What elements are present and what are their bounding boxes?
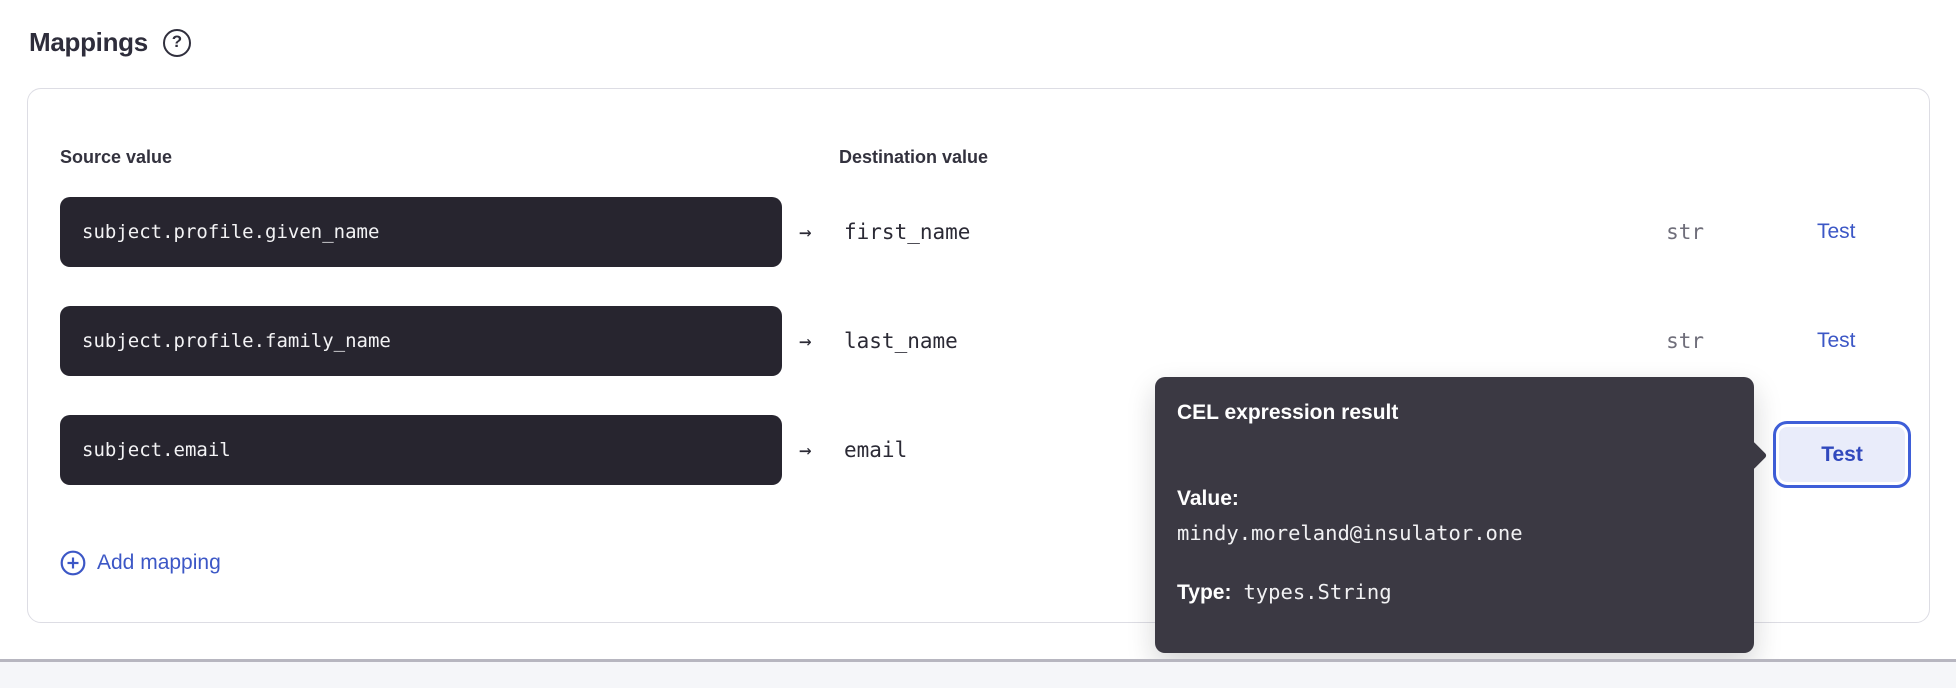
- cel-result-tooltip: CEL expression result Value: mindy.morel…: [1155, 377, 1754, 653]
- arrow-right-icon: →: [799, 220, 812, 244]
- bottom-divider: [0, 659, 1956, 662]
- type-badge: str: [1666, 329, 1704, 353]
- destination-value-field[interactable]: email: [844, 438, 908, 462]
- tooltip-type-label: Type:: [1177, 581, 1232, 604]
- type-badge: str: [1666, 220, 1704, 244]
- test-button-focused[interactable]: Test: [1773, 421, 1911, 488]
- source-value-input[interactable]: subject.email: [60, 415, 782, 485]
- question-mark-circle-icon[interactable]: ?: [162, 28, 191, 57]
- tooltip-title: CEL expression result: [1177, 401, 1399, 424]
- test-button[interactable]: Test: [1817, 220, 1856, 243]
- source-expression: subject.profile.family_name: [82, 330, 391, 352]
- destination-value-header: Destination value: [839, 147, 989, 167]
- plus-circle-icon: [60, 550, 86, 576]
- page-title: Mappings: [29, 27, 148, 57]
- add-mapping-button[interactable]: Add mapping: [60, 550, 221, 576]
- source-value-input[interactable]: subject.profile.given_name: [60, 197, 782, 267]
- destination-value-field[interactable]: first_name: [844, 220, 971, 244]
- arrow-right-icon: →: [799, 329, 812, 353]
- title-bar: Mappings ?: [29, 27, 191, 58]
- destination-value-field[interactable]: last_name: [844, 329, 958, 353]
- question-mark-glyph: ?: [171, 32, 183, 51]
- bottom-strip: [0, 661, 1956, 688]
- source-value-input[interactable]: subject.profile.family_name: [60, 306, 782, 376]
- tooltip-value-label: Value:: [1177, 487, 1239, 510]
- tooltip-type-row: Type: types.String: [1177, 580, 1392, 605]
- source-expression: subject.email: [82, 439, 231, 461]
- source-value-header: Source value: [60, 147, 173, 167]
- test-button[interactable]: Test: [1817, 329, 1856, 352]
- tooltip-type-value: types.String: [1243, 580, 1392, 604]
- add-mapping-label: Add mapping: [97, 551, 221, 574]
- arrow-right-icon: →: [799, 438, 812, 462]
- tooltip-value: mindy.moreland@insulator.one: [1177, 521, 1523, 545]
- source-expression: subject.profile.given_name: [82, 221, 380, 243]
